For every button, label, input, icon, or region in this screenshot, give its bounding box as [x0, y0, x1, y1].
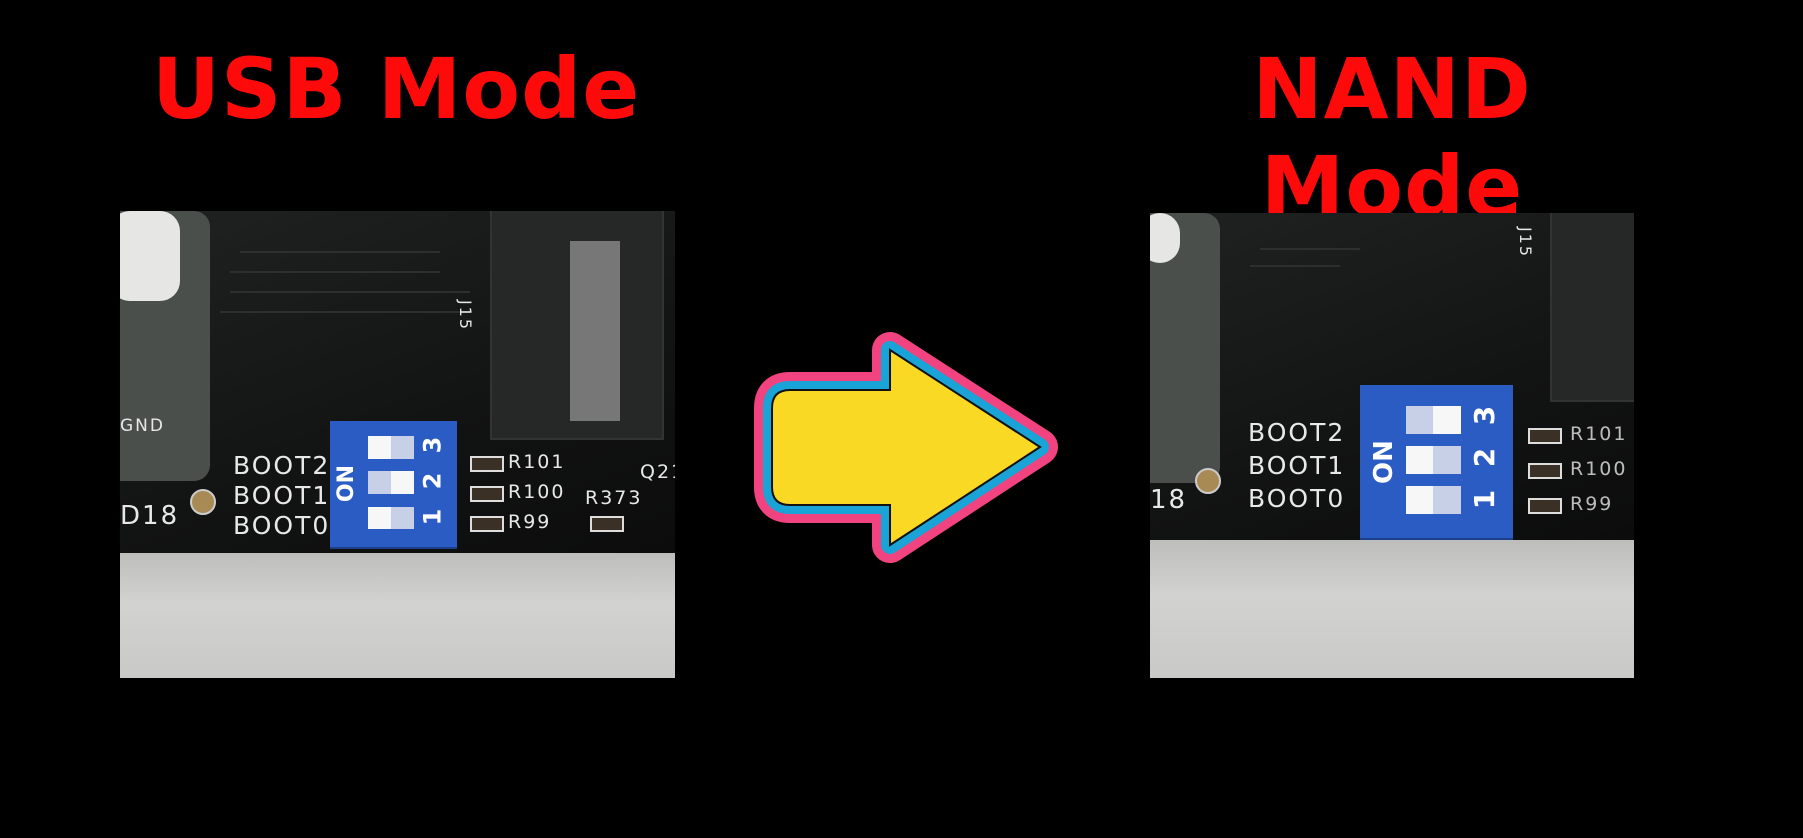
silk-d18: 18 — [1150, 485, 1188, 515]
dip-on-label: ON — [334, 464, 360, 503]
resistor — [470, 516, 504, 532]
nand-mode-title: NAND Mode — [1252, 40, 1532, 236]
dip-switch-3[interactable] — [1405, 406, 1461, 434]
silk-r373: R373 — [585, 487, 643, 509]
silk-j15: J15 — [1516, 226, 1536, 259]
switch-knob — [1405, 446, 1434, 474]
switch-knob — [1433, 406, 1461, 434]
silk-d18: D18 — [120, 501, 180, 531]
silk-j15: J15 — [456, 299, 476, 332]
silk-boot0: BOOT0 — [1248, 484, 1346, 513]
white-connector — [1150, 213, 1180, 263]
resistor — [1528, 428, 1562, 444]
trace — [230, 271, 440, 273]
resistor — [1528, 498, 1562, 514]
switch-knob — [368, 436, 391, 459]
resistor — [1528, 463, 1562, 479]
usb-mode-board-photo: J15 GND D18 BOOT2 BOOT1 BOOT0 ON 3 2 1 R… — [120, 211, 675, 678]
surface — [120, 553, 675, 678]
silk-r100: R100 — [1570, 458, 1628, 480]
dip-switch-1[interactable] — [368, 506, 414, 530]
switch-knob — [368, 506, 391, 530]
fpc-connector — [1550, 213, 1634, 402]
silk-q21: Q21 — [640, 461, 675, 483]
silk-boot1: BOOT1 — [233, 481, 331, 510]
silk-r100: R100 — [508, 481, 566, 503]
silk-boot2: BOOT2 — [1248, 418, 1346, 447]
dip-number-2: 2 — [1468, 447, 1502, 468]
switch-knob — [390, 471, 414, 495]
trace — [230, 291, 470, 293]
silk-boot2: BOOT2 — [233, 451, 331, 480]
silk-r99: R99 — [508, 511, 552, 533]
dip-number-3: 3 — [1468, 405, 1502, 426]
usb-mode-title: USB Mode — [151, 40, 641, 138]
dip-switch[interactable]: ON 3 2 1 — [330, 421, 457, 547]
nand-mode-board-photo: J15 18 BOOT2 BOOT1 BOOT0 ON 3 2 1 R101 R… — [1150, 213, 1634, 678]
resistor — [470, 456, 504, 472]
mounting-hole — [190, 489, 216, 515]
arrow-fill — [771, 348, 1042, 547]
surface — [1150, 540, 1634, 678]
silk-boot0: BOOT0 — [233, 511, 331, 540]
dip-switch-2[interactable] — [368, 471, 414, 495]
trace — [220, 311, 470, 313]
dip-number-3: 3 — [418, 436, 447, 454]
resistor — [470, 486, 504, 502]
silk-gnd: GND — [120, 416, 165, 436]
dip-on-label: ON — [1368, 440, 1399, 484]
arrow-right-icon — [754, 332, 1058, 563]
silk-r99: R99 — [1570, 493, 1614, 515]
dip-switch-2[interactable] — [1405, 446, 1461, 474]
dip-switch-3[interactable] — [368, 436, 414, 459]
silk-r101: R101 — [508, 451, 566, 473]
dip-number-1: 1 — [418, 508, 447, 526]
trace — [1260, 248, 1360, 250]
trace — [240, 251, 440, 253]
dip-number-1: 1 — [1468, 489, 1502, 510]
trace — [1250, 265, 1340, 267]
white-connector — [120, 211, 180, 301]
silk-boot1: BOOT1 — [1248, 451, 1346, 480]
mounting-hole — [1195, 468, 1221, 494]
silk-r101: R101 — [1570, 423, 1628, 445]
ribbon-socket — [570, 241, 620, 421]
dip-switch-1[interactable] — [1405, 485, 1461, 514]
dip-switch[interactable]: ON 3 2 1 — [1360, 385, 1513, 538]
switch-knob — [1405, 485, 1434, 514]
dip-number-2: 2 — [418, 472, 447, 490]
resistor — [590, 516, 624, 532]
